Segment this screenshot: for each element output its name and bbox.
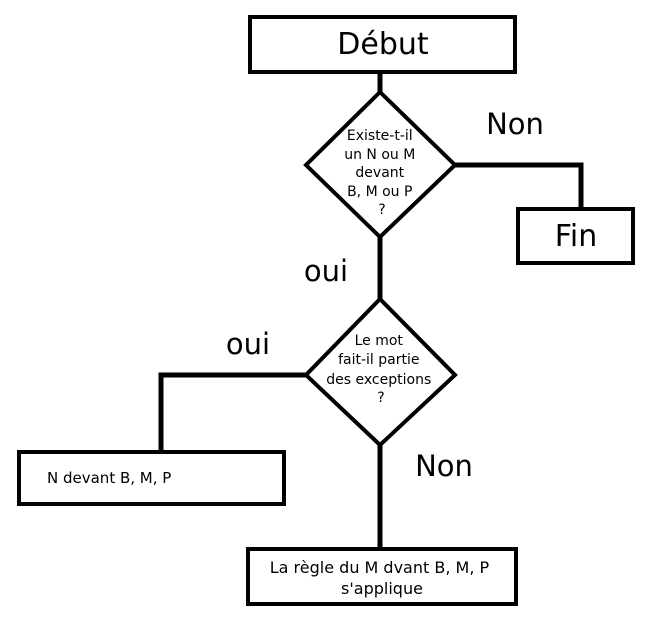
decision1-diamond <box>303 89 458 240</box>
decision2-diamond <box>303 296 458 448</box>
edge-label-d2-yes: oui <box>226 327 270 361</box>
edge-label-d1-yes: oui <box>304 254 348 288</box>
result-m-line: La règle du M dvant B, M, P <box>270 558 490 577</box>
start-box <box>248 15 517 74</box>
decision1-line: ? <box>378 202 385 218</box>
result-n-label: N devant B, M, P <box>47 469 171 487</box>
end-label: Fin <box>555 219 597 254</box>
decision1-line: B, M ou P <box>347 184 412 200</box>
result-m-label: La règle du M dvant B, M, P s'applique <box>270 558 494 598</box>
result-n-box <box>17 450 286 506</box>
decision2-line: des exceptions <box>326 372 431 388</box>
result-m-box <box>246 547 518 606</box>
decision1-line: devant <box>355 165 404 181</box>
edge-label-d1-no: Non <box>486 107 544 141</box>
edge-label-d2-no: Non <box>415 449 473 483</box>
decision2-line: ? <box>377 390 384 406</box>
result-m-line: s'applique <box>341 579 423 598</box>
start-label: Début <box>337 27 429 62</box>
decision1-label: Existe-t-il un N ou M devant B, M ou P ? <box>344 128 420 218</box>
decision2-line: Le mot <box>355 333 404 349</box>
connector-decision1-to-end <box>455 162 584 209</box>
decision1-line: un N ou M <box>344 147 415 163</box>
connector-decision2-to-result-n <box>158 372 306 452</box>
decision1-line: Existe-t-il <box>347 128 413 144</box>
end-box <box>516 207 635 265</box>
decision2-label: Le mot fait-il partie des exceptions ? <box>326 333 435 406</box>
decision2-line: fait-il partie <box>338 352 419 368</box>
connectors <box>158 72 584 549</box>
